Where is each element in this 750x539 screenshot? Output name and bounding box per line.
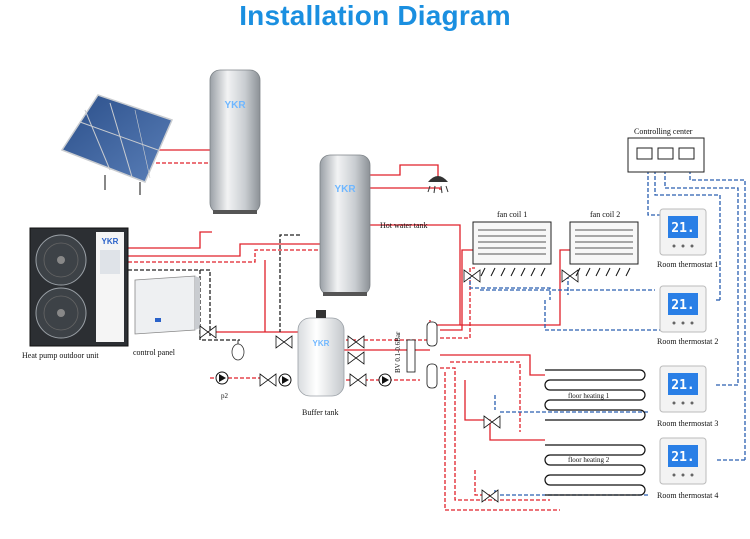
buffer-tank: YKR [297,310,345,397]
floor-heating-2 [544,444,646,496]
pump-label: p2 [221,392,229,400]
floor-heating-1 [544,369,646,421]
pump-icon [215,371,229,385]
fan-icon [35,287,87,339]
floor-heating-1-label: floor heating 1 [568,392,610,400]
bypass-valve [406,339,416,373]
fan-coil-1 [472,221,552,277]
solar-panel-icon [60,94,174,195]
room-thermostat-3: 21. [659,365,707,413]
diagram-title: Installation Diagram [239,0,511,31]
control-panel-label: control panel [133,348,176,357]
room-thermostat-1-label: Room thermostat 1 [657,260,718,269]
thermostat-1-display: 21. [671,221,694,236]
controlling-center [627,137,705,173]
hot-water-tank-logo: YKR [334,184,356,195]
room-thermostat-1: 21. [659,208,707,256]
buffer-tank-label: Buffer tank [302,408,339,417]
tank-logo: YKR [224,100,246,111]
manifold-upper [426,321,438,347]
room-thermostat-2-label: Room thermostat 2 [657,337,718,346]
hot-water-tank-label: Hot water tank [380,221,428,230]
heat-pump-label: Heat pump outdoor unit [22,351,99,360]
hot-water-tank: YKR [319,154,371,296]
shower-head-icon [427,176,449,194]
room-thermostat-2: 21. [659,285,707,333]
controlling-center-label: Controlling center [634,127,693,136]
valve-icon [199,269,579,503]
manifold-lower [426,363,438,389]
pump-icon [378,373,392,387]
thermostat-4-display: 21. [671,450,694,465]
thermostat-3-display: 21. [671,378,694,393]
pump-icon [278,373,292,387]
fan-coil-1-label: fan coil 1 [497,210,527,219]
floor-heating-2-label: floor heating 2 [568,456,610,464]
pipework [128,149,746,511]
room-thermostat-3-label: Room thermostat 3 [657,419,718,428]
solar-water-tank: YKR [209,69,261,214]
control-panel [134,275,200,335]
room-thermostat-4-label: Room thermostat 4 [657,491,718,500]
buffer-tank-logo: YKR [313,339,330,348]
fan-coil-2 [569,221,639,277]
heat-pump-logo: YKR [102,237,119,246]
thermostat-2-display: 21. [671,298,694,313]
heat-pump-outdoor-unit: YKR [29,227,129,347]
fan-icon [35,234,87,286]
fan-coil-2-label: fan coil 2 [590,210,620,219]
room-thermostat-4: 21. [659,437,707,485]
expansion-vessel-icon [231,340,245,361]
bypass-valve-label: BV 0.1-0.6Bar [394,331,402,373]
